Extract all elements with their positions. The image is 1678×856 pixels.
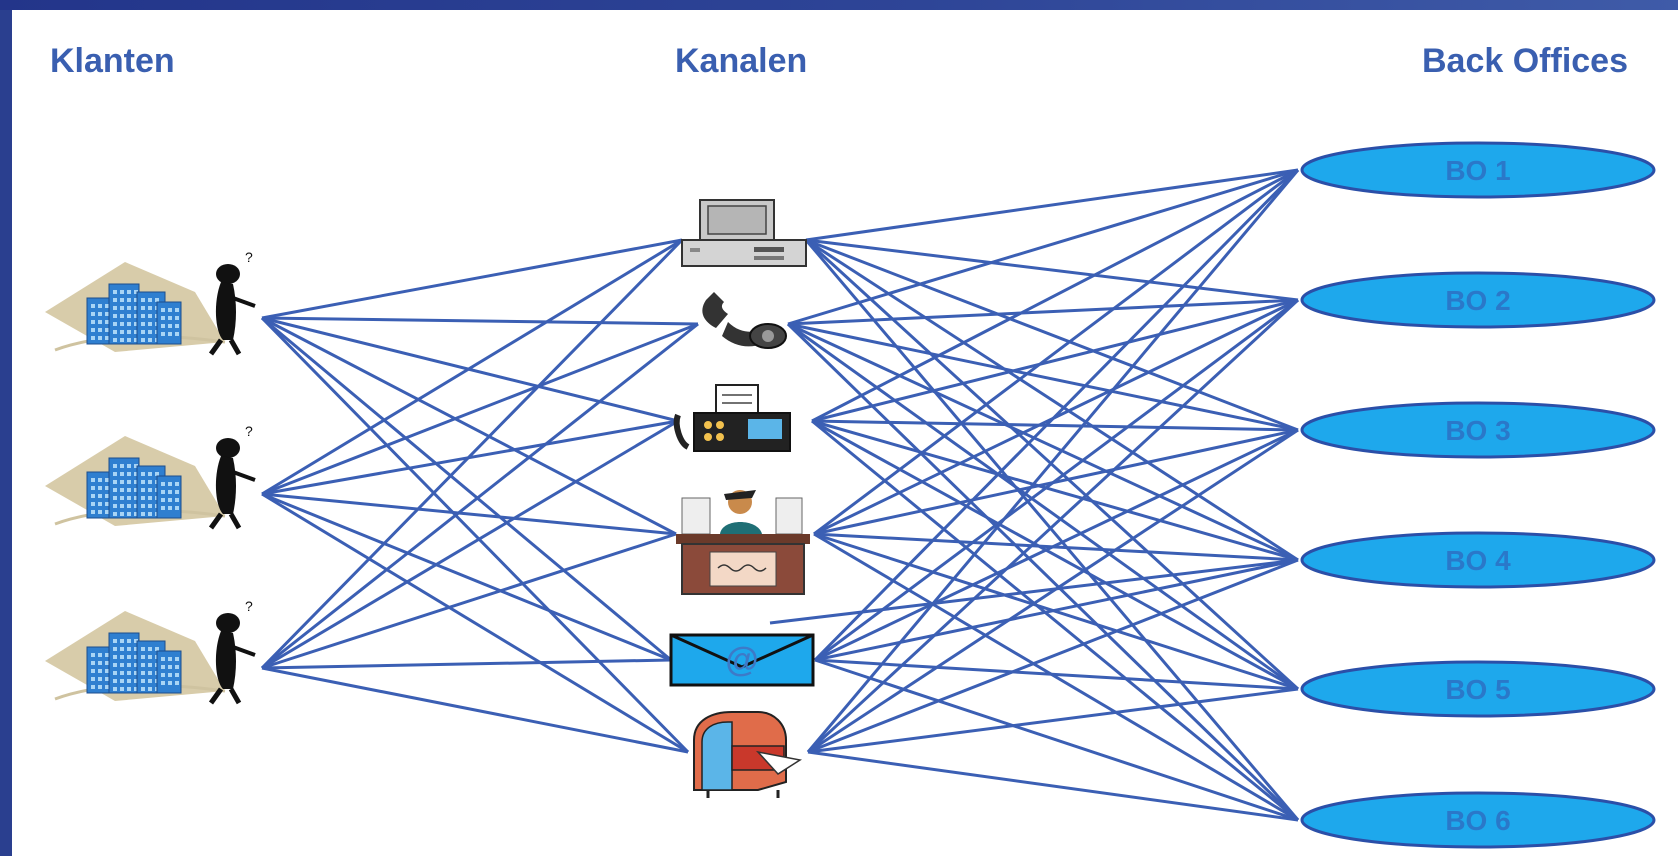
heading-back-offices: Back Offices xyxy=(1422,42,1628,80)
connection-line xyxy=(813,168,1299,536)
back-office-node: BO 2 xyxy=(1300,271,1656,329)
back-office-node: BO 3 xyxy=(1300,401,1656,459)
fax-icon xyxy=(673,384,791,452)
connection-lines xyxy=(260,168,1300,822)
desk-clerk-icon xyxy=(676,490,810,595)
back-office-node: BO 6 xyxy=(1300,791,1656,849)
connection-line xyxy=(261,492,689,754)
email-at-glyph: @ xyxy=(725,641,758,679)
back-office-label: BO 4 xyxy=(1445,545,1511,576)
connection-line xyxy=(814,558,1299,662)
customer-building-person-icon: ? xyxy=(45,598,256,705)
connection-line xyxy=(787,322,1299,562)
connection-line xyxy=(811,419,1299,691)
connection-line xyxy=(806,169,1300,753)
connection-line xyxy=(811,168,1299,423)
customer-building-person-icon: ? xyxy=(45,423,256,530)
customer-building-person-icon: ? xyxy=(45,249,256,356)
connection-line xyxy=(261,666,689,754)
connection-line xyxy=(769,558,1299,625)
back-office-label: BO 6 xyxy=(1445,805,1510,836)
customer-nodes: ? ? ? xyxy=(45,249,256,705)
svg-text:?: ? xyxy=(245,249,253,265)
connection-line xyxy=(811,419,1299,432)
connection-line xyxy=(787,322,1299,691)
connection-line xyxy=(811,419,1299,822)
connection-line xyxy=(814,428,1299,662)
svg-text:?: ? xyxy=(245,423,253,439)
connection-line xyxy=(261,322,699,670)
back-office-node: BO 4 xyxy=(1300,531,1656,589)
connection-line xyxy=(261,238,683,496)
heading-customers: Klanten xyxy=(50,42,175,80)
back-office-label: BO 2 xyxy=(1445,285,1510,316)
connection-line xyxy=(261,322,699,496)
connection-line xyxy=(805,168,1299,242)
connection-line xyxy=(787,298,1299,326)
svg-text:?: ? xyxy=(245,598,253,614)
connection-line xyxy=(787,168,1299,326)
connection-line xyxy=(814,658,1299,691)
connection-line xyxy=(813,532,1299,822)
back-office-nodes: BO 1 BO 2 BO 3 BO 4 BO 5 BO 6 xyxy=(1300,141,1656,849)
connection-line xyxy=(261,238,683,320)
telephone-icon xyxy=(702,292,787,349)
email-icon: @ xyxy=(669,633,815,687)
connection-line xyxy=(261,492,677,536)
connection-line xyxy=(813,532,1299,562)
connection-line xyxy=(261,316,672,662)
connection-line xyxy=(807,558,1299,754)
connection-line xyxy=(260,238,684,670)
connection-line xyxy=(814,658,1299,822)
connection-line xyxy=(807,428,1299,754)
connection-line xyxy=(807,750,1299,822)
connection-line xyxy=(261,658,672,670)
back-office-node: BO 5 xyxy=(1300,660,1656,718)
connection-line xyxy=(814,298,1299,662)
connection-line xyxy=(813,168,1300,662)
connection-line xyxy=(811,298,1299,423)
connection-line xyxy=(787,322,1299,432)
connection-line xyxy=(261,492,672,662)
connection-line xyxy=(805,238,1299,302)
connection-line xyxy=(260,316,690,754)
connection-line xyxy=(261,316,699,326)
computer-icon xyxy=(681,199,807,267)
connection-line xyxy=(811,419,1299,562)
back-office-label: BO 3 xyxy=(1445,415,1510,446)
connection-line xyxy=(261,419,679,670)
connection-line xyxy=(807,687,1299,754)
heading-channels: Kanalen xyxy=(675,42,808,80)
connection-line xyxy=(805,238,1299,432)
back-office-label: BO 1 xyxy=(1445,155,1510,186)
mailbox-icon xyxy=(693,711,802,798)
connection-line xyxy=(806,298,1300,754)
back-office-label: BO 5 xyxy=(1445,674,1510,705)
top-band xyxy=(0,0,1678,10)
connection-line xyxy=(261,532,677,670)
back-office-node: BO 1 xyxy=(1300,141,1656,199)
connection-line xyxy=(261,316,677,536)
connection-line xyxy=(804,239,1300,821)
